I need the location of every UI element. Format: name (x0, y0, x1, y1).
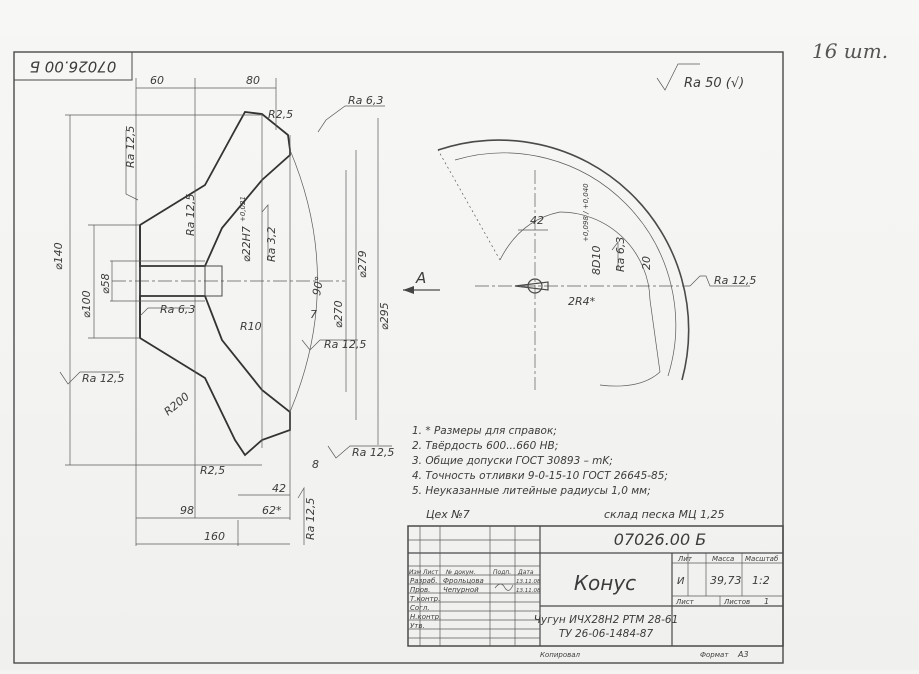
ra-125-mid: Ra 12,5 (324, 338, 366, 351)
sheet-label: Лист (675, 598, 695, 606)
developer-name: Фрольцова (443, 577, 484, 585)
col-lit: Лит (677, 555, 693, 563)
plan-ra-125: Ra 12,5 (714, 274, 756, 287)
bore (204, 265, 223, 297)
dim-r25-top: R2,5 (268, 108, 293, 121)
plan-dim-8d10: 8D10 (590, 246, 603, 275)
section-view: 60 80 R2,5 Ra 6,3 Ra 12,5 Ra 12,5 ⌀22H7 … (52, 74, 394, 546)
plan-dim-2r4: 2R4* (568, 295, 596, 308)
row-razrab: Разраб. (410, 577, 438, 585)
rev-h-list: Лист (422, 569, 439, 576)
row-utv: Утв. (410, 622, 425, 630)
dim-d100: ⌀100 (80, 290, 93, 318)
roughness-general-text: Ra 50 (√) (684, 76, 744, 91)
row-nkontr: Н.контр. (410, 613, 441, 621)
note-5: 5. Неуказанные литейные радиусы 1,0 мм; (412, 485, 651, 497)
format-value: А3 (737, 650, 749, 659)
ra-125-bl: Ra 12,5 (82, 372, 124, 385)
rev-h-izm: Изм (409, 569, 422, 576)
title-block: 07026.00 Б Изм Лист № докум. Подп. Дата … (407, 525, 784, 659)
part-name: Конус (574, 571, 636, 595)
workshop-label: Цех №7 (426, 508, 470, 521)
plan-dim-8d10-tol: +0,098 / +0,040 (582, 183, 590, 242)
dim-d295: ⌀295 (378, 302, 391, 330)
dim-d22-tol: +0,021 (239, 196, 247, 222)
dim-60: 60 (150, 74, 164, 87)
ra-63-top: Ra 6,3 (348, 94, 383, 107)
plan-dim-20: 20 (640, 256, 653, 270)
section-hatch-lower (139, 295, 291, 457)
rev-h-date: Дата (517, 569, 534, 576)
section-arrow-a: A (403, 269, 440, 294)
date-1: 13.11.08 (516, 579, 541, 585)
dim-d22: ⌀22H7 (240, 226, 253, 262)
note-4: 4. Точность отливки 9-0-15-10 ГОСТ 26645… (412, 470, 668, 482)
lit-value: И (677, 576, 685, 587)
dim-160: 160 (204, 530, 225, 543)
format-label: Формат (700, 651, 729, 659)
checker-name: Чепурной (443, 586, 479, 594)
row-prov: Пров. (410, 586, 430, 594)
dim-r200: R200 (162, 390, 192, 418)
plan-ra-63: Ra 6,3 (614, 237, 627, 272)
dim-80: 80 (246, 74, 260, 87)
roughness-general: Ra 50 (√) (656, 63, 744, 91)
dim-d270: ⌀270 (332, 300, 345, 328)
corner-code-box (13, 51, 133, 81)
scale-value: 1:2 (752, 574, 770, 587)
material-line-2: ТУ 26-06-1484-87 (559, 628, 654, 640)
copied-label: Копировал (540, 651, 581, 659)
material-line-1: Чугун ИЧХ28Н2 РТМ 28-61 (534, 614, 679, 626)
row-sogl: Согл. (410, 604, 430, 612)
plan-view: 42 8D10 +0,098 / +0,040 Ra 6,3 20 2R4* R… (437, 139, 756, 390)
dim-r25-bot: R2,5 (200, 464, 225, 477)
dim-8: 8 (312, 458, 319, 471)
section-label-a: A (415, 269, 426, 287)
title-code: 07026.00 Б (614, 530, 706, 549)
dim-d58: ⌀58 (99, 273, 112, 294)
col-scale: Масштаб (745, 555, 779, 563)
technical-notes: 1. * Размеры для справок; 2. Твёрдость 6… (412, 425, 668, 497)
note-3: 3. Общие допуски ГОСТ 30893 – mK; (412, 455, 613, 467)
sand-storage-label: склад песка МЦ 1,25 (604, 508, 724, 521)
col-mass: Масса (712, 555, 734, 563)
corner-code-text: 07026.00 Б (30, 58, 117, 76)
note-1: 1. * Размеры для справок; (412, 425, 557, 437)
rev-h-doc: № докум. (445, 569, 476, 576)
signature (494, 583, 514, 591)
sheets-label: Листов (723, 598, 750, 606)
handwritten-note: 16 шт. (812, 39, 888, 63)
ra-63-mid: Ra 6,3 (160, 303, 195, 316)
dim-98: 98 (180, 504, 194, 517)
dim-d279: ⌀279 (356, 250, 369, 278)
ra-125-bot: Ra 12,5 (304, 498, 317, 540)
drawing-frame (13, 51, 784, 664)
mass-value: 39,73 (710, 574, 742, 587)
rev-h-sign: Подп. (493, 569, 511, 576)
ra-125-b: Ra 12,5 (184, 194, 197, 236)
sheets-value: 1 (764, 597, 769, 606)
dim-7: 7 (310, 308, 317, 321)
row-tkontr: Т.контр. (410, 595, 440, 603)
dim-d140: ⌀140 (52, 242, 65, 270)
ra-32: Ra 3,2 (265, 227, 278, 262)
ra-125-br: Ra 12,5 (352, 446, 394, 459)
date-2: 13.11.08 (516, 588, 541, 594)
ra-125-left: Ra 12,5 (124, 126, 137, 168)
dim-42: 42 (272, 482, 286, 495)
note-2: 2. Твёрдость 600...660 НВ; (412, 440, 558, 452)
plan-dim-42: 42 (530, 214, 544, 227)
dim-62: 62* (262, 504, 282, 517)
dim-r10: R10 (240, 320, 262, 333)
dim-90deg: 90° (310, 275, 326, 296)
